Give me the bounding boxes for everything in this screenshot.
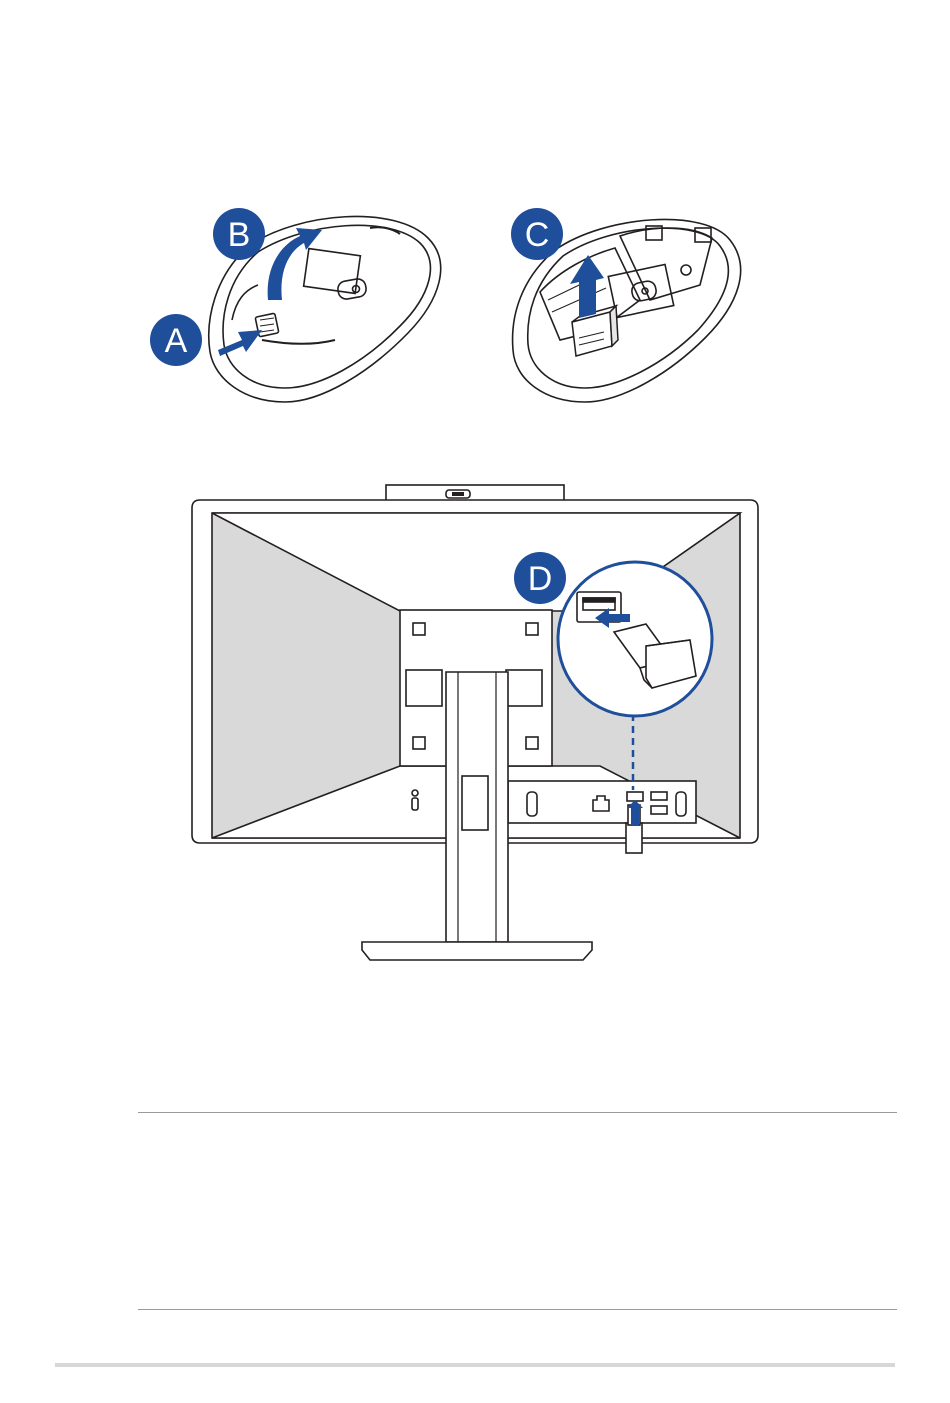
svg-text:A: A (165, 322, 188, 360)
svg-text:B: B (228, 216, 251, 254)
step-badge-a: A (150, 314, 202, 366)
callout-zoom (558, 562, 712, 716)
svg-text:C: C (525, 216, 550, 254)
footer-rule (55, 1363, 895, 1367)
step-badge-d: D (514, 552, 566, 604)
step-badge-c: C (511, 208, 563, 260)
svg-text:D: D (528, 560, 553, 598)
note-bottom-rule (138, 1309, 897, 1310)
all-in-one-pc-rear-icon (192, 485, 758, 960)
step-badge-b: B (213, 208, 265, 260)
note-top-rule (138, 1112, 897, 1113)
